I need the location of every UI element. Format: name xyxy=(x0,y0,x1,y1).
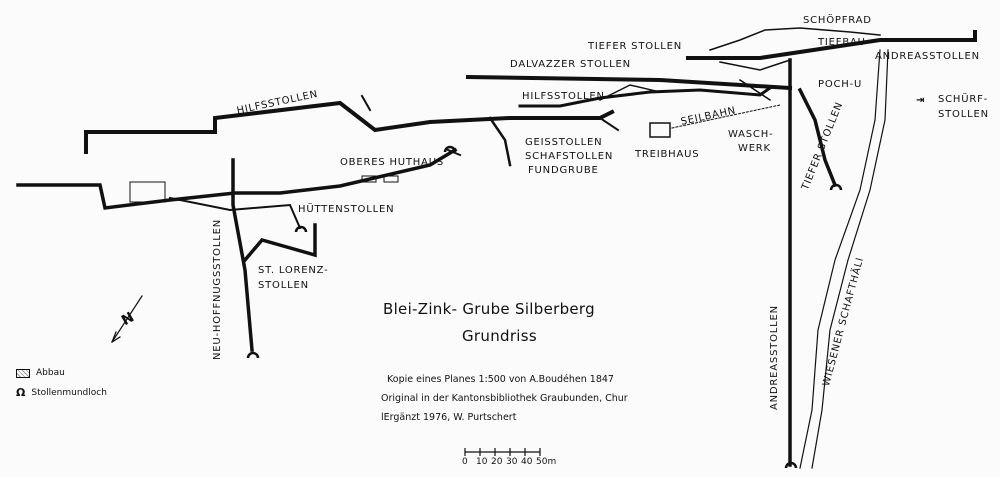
legend-mouth-label: Stollenmundloch xyxy=(31,387,107,398)
legend-abbau: Abbau xyxy=(16,368,65,378)
mouth-icon xyxy=(294,225,308,233)
legend-mouth: Ω Stollenmundloch xyxy=(16,386,107,399)
neuhoffnung-tunnel xyxy=(231,158,254,352)
label-st-lorenz-2: STOLLEN xyxy=(258,280,309,291)
label-schuerf-1: SCHÜRF- xyxy=(938,94,989,105)
mouth-icon xyxy=(246,351,260,359)
dalvazzer-tunnel xyxy=(465,74,793,91)
schuerf-mouth-icon: ⇥ xyxy=(916,95,926,106)
label-wasch-2: WERK xyxy=(738,143,771,154)
label-oberes-huthaus: OBERES HUTHAUS xyxy=(340,157,445,168)
scale-bar xyxy=(464,448,541,456)
note-line-3: lErgänzt 1976, W. Purtschert xyxy=(381,412,517,423)
seilbahn-line xyxy=(671,104,781,129)
hatched-box-icon xyxy=(16,368,30,378)
tiefer-stollen-vertical-tunnel xyxy=(797,87,838,188)
label-fundgrube: FUNDGRUBE xyxy=(528,165,599,176)
label-treibhaus: TREIBHAUS xyxy=(635,149,700,160)
label-dalvazzer: DALVAZZER STOLLEN xyxy=(510,59,631,70)
scale-tick-10: 10 xyxy=(476,457,488,467)
label-schafstollen: SCHAFSTOLLEN xyxy=(525,151,614,162)
mouth-icon xyxy=(829,183,843,191)
geisstollen-tunnel xyxy=(488,116,512,167)
label-schuerf-2: STOLLEN xyxy=(938,109,989,120)
hilfsstollen-left-tunnel xyxy=(84,100,615,154)
mouth-icon xyxy=(784,461,798,469)
label-tiefbau: TIEFBAU xyxy=(818,37,866,48)
label-poch: POCH-U xyxy=(818,79,863,90)
scale-tick-50: 50m xyxy=(536,457,557,467)
label-st-lorenz-1: ST. LORENZ- xyxy=(258,265,329,276)
label-geisstollen: GEISSTOLLEN xyxy=(525,137,603,148)
label-andreasstollen-vertical: ANDREASSTOLLEN xyxy=(769,305,780,410)
map-title: Blei-Zink- Grube Silberberg xyxy=(383,300,595,318)
label-wasch-1: WASCH- xyxy=(728,129,774,140)
lower-left-tunnel xyxy=(16,147,458,210)
st-lorenz-tunnel xyxy=(242,223,317,263)
label-tiefer-stollen: TIEFER STOLLEN xyxy=(588,41,683,52)
label-neuhoffnung: NEU-HOFFNUGSSTOLLEN xyxy=(212,219,223,360)
scale-tick-0: 0 xyxy=(462,457,468,467)
scale-tick-20: 20 xyxy=(491,457,503,467)
huettenstollen-tunnel xyxy=(168,196,302,230)
note-line-1: Kopie eines Planes 1:500 von A.Boudéhen … xyxy=(387,374,614,385)
mouth-icon xyxy=(443,145,457,153)
label-andreasstollen-top: ANDREASSTOLLEN xyxy=(875,51,980,62)
map-subtitle: Grundriss xyxy=(462,327,537,345)
legend-abbau-label: Abbau xyxy=(36,368,65,378)
scale-tick-40: 40 xyxy=(521,457,533,467)
north-arrow xyxy=(111,295,143,343)
tiefer-stollen-tunnel xyxy=(686,30,977,60)
label-schoepfrad: SCHÖPFRAD xyxy=(803,15,872,26)
note-line-2: Original in der Kantonsbibliothek Graubu… xyxy=(381,393,628,404)
hilfsstollen-mid-tunnel xyxy=(518,85,773,108)
scale-tick-30: 30 xyxy=(506,457,518,467)
mouth-icon: Ω xyxy=(16,386,26,399)
label-hilfsstollen-mid: HILFSSTOLLEN xyxy=(522,91,605,102)
label-huettenstollen: HÜTTENSTOLLEN xyxy=(298,204,395,215)
